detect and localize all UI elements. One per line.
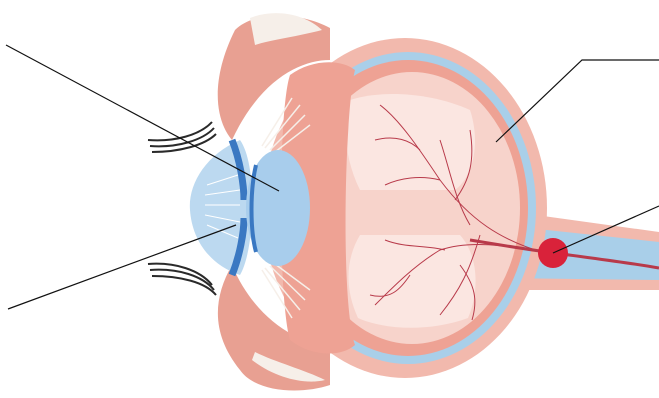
vitreous-upper-patch bbox=[346, 94, 475, 190]
lower-eyelashes bbox=[148, 264, 216, 295]
pointer-iris bbox=[8, 225, 236, 309]
vitreous-lower-patch bbox=[348, 235, 475, 328]
